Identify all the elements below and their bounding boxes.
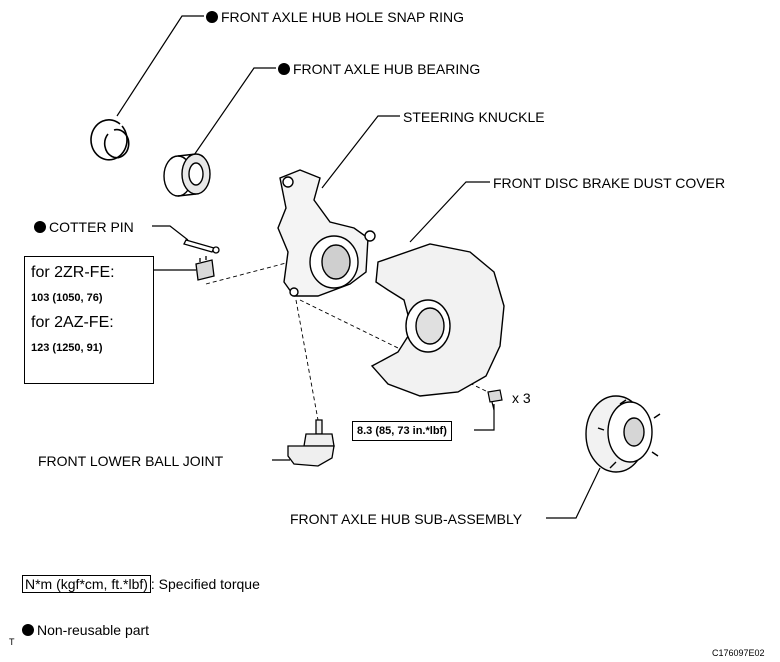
cotter-pin-part xyxy=(183,239,220,254)
snap-ring-text: FRONT AXLE HUB HOLE SNAP RING xyxy=(221,9,464,25)
knuckle-label: STEERING KNUCKLE xyxy=(403,109,545,125)
hub-assembly-label: FRONT AXLE HUB SUB-ASSEMBLY xyxy=(290,511,523,527)
dust-cover-part xyxy=(370,243,505,397)
bearing-text: FRONT AXLE HUB BEARING xyxy=(293,61,481,77)
non-reusable-bullet-icon xyxy=(34,221,46,233)
leader-bearing xyxy=(191,67,276,159)
ball-joint-label: FRONT LOWER BALL JOINT xyxy=(38,453,224,469)
leader-snap-ring xyxy=(116,15,204,117)
bearing-label: FRONT AXLE HUB BEARING xyxy=(278,61,480,77)
figure-code: C176097E02 xyxy=(712,648,765,658)
dust-cover-label: FRONT DISC BRAKE DUST COVER xyxy=(493,175,726,191)
nut-torque-spec-box: for 2ZR-FE: 103 (1050, 76) for 2AZ-FE: 1… xyxy=(24,256,154,384)
spec-torque-2zr: 103 (1050, 76) xyxy=(31,292,103,304)
non-reusable-bullet-icon xyxy=(22,624,34,636)
hub-assembly-part xyxy=(585,395,661,473)
bolt-quantity: x 3 xyxy=(512,390,531,406)
spec-engine-2az: for 2AZ-FE: xyxy=(31,314,114,331)
spec-engine-2zr: for 2ZR-FE: xyxy=(31,264,115,281)
corner-mark: T xyxy=(9,637,15,647)
bolt-part xyxy=(487,389,503,411)
torque-legend-desc: : Specified torque xyxy=(150,576,260,592)
leader-hub xyxy=(546,467,601,519)
snap-ring-label: FRONT AXLE HUB HOLE SNAP RING xyxy=(206,9,464,25)
torque-units-box: N*m (kgf*cm, ft.*lbf) xyxy=(22,575,151,593)
cotter-pin-label: COTTER PIN xyxy=(34,219,134,235)
assembly-line-ball-joint xyxy=(295,299,319,421)
non-reusable-legend: Non-reusable part xyxy=(22,622,149,638)
non-reusable-bullet-icon xyxy=(278,63,290,75)
snap-ring-part xyxy=(90,119,130,161)
leader-knuckle xyxy=(321,115,400,189)
non-reusable-bullet-icon xyxy=(206,11,218,23)
bearing-part xyxy=(163,153,211,197)
castle-nut-part xyxy=(195,256,215,281)
spec-torque-2az: 123 (1250, 91) xyxy=(31,342,103,354)
steering-knuckle-part xyxy=(277,169,376,297)
non-reusable-text: Non-reusable part xyxy=(37,622,150,638)
leader-cotter-pin xyxy=(152,225,189,241)
leader-dust-cover xyxy=(409,181,490,243)
ball-joint-part xyxy=(287,419,335,467)
assembly-line-nut xyxy=(205,261,291,285)
bolt-torque-box: 8.3 (85, 73 in.*lbf) xyxy=(352,421,452,441)
torque-legend: N*m (kgf*cm, ft.*lbf): Specified torque xyxy=(22,575,260,593)
leader-bolt xyxy=(474,404,495,431)
cotter-pin-text: COTTER PIN xyxy=(49,219,134,235)
